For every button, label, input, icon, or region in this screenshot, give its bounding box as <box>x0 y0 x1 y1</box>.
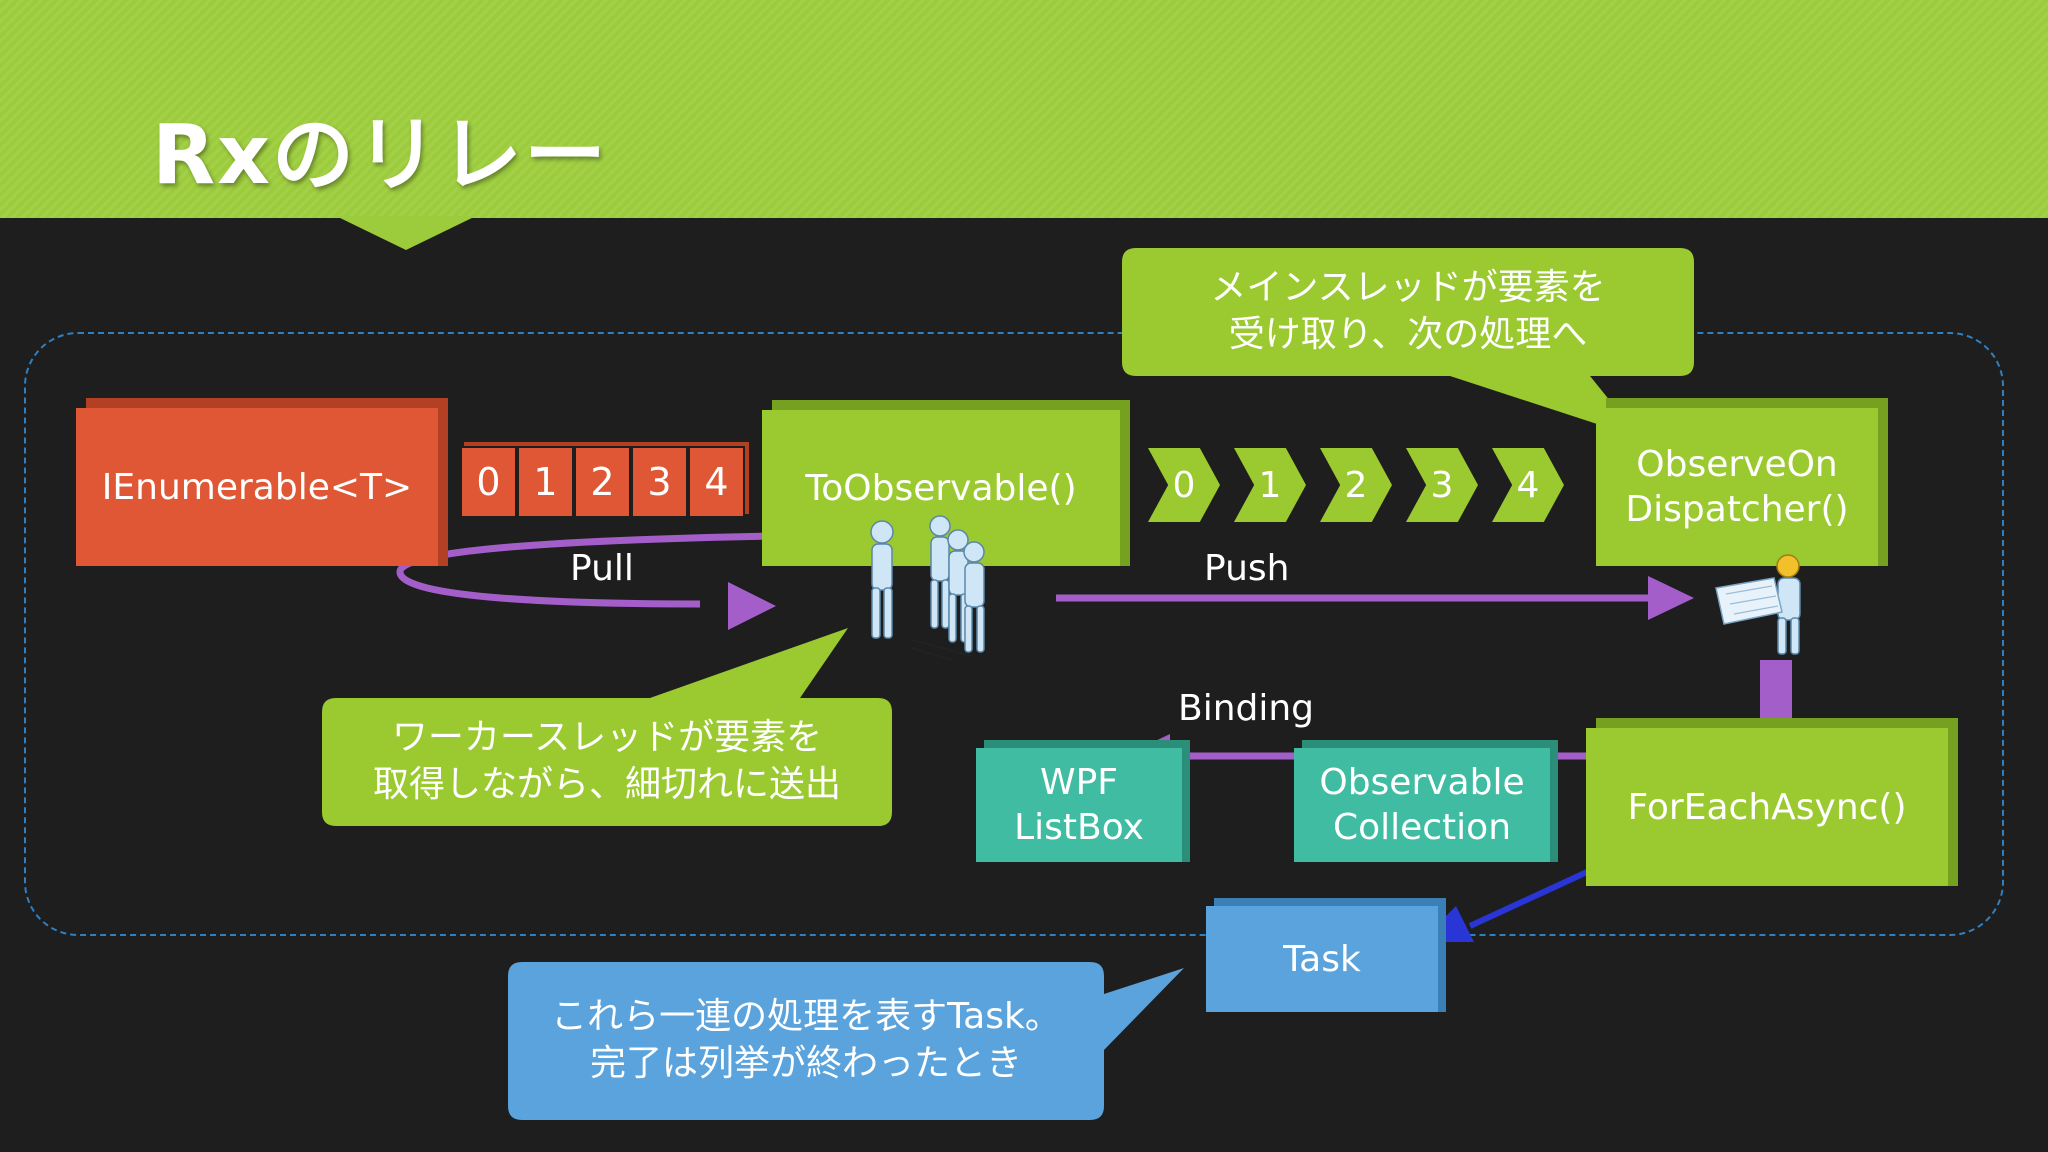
task-arrow <box>1468 863 1602 929</box>
worker-group-icon <box>870 515 985 660</box>
enumerable-box: IEnumerable<T> <box>76 408 438 566</box>
main-thread-callout-line2: 受け取り、次の処理へ <box>1228 314 1588 355</box>
task-callout-line1: これら一連の処理を表すTask。 <box>551 996 1061 1038</box>
main-thread-callout-line1: メインスレッドが要素を <box>1210 267 1606 309</box>
observable-collection-line1: Observable <box>1319 762 1525 803</box>
to-observable-label: ToObservable() <box>805 467 1077 509</box>
enumerable-label: IEnumerable<T> <box>101 466 413 508</box>
task-callout-shape <box>508 962 1184 1120</box>
worker-thread-callout-text: ワーカースレッドが要素を 取得しながら、細切れに送出 <box>322 706 892 818</box>
pull-arrowhead <box>728 582 776 630</box>
slide-title: Rxのリレー <box>152 108 609 203</box>
observe-on-dispatcher-box: ObserveOn Dispatcher() <box>1596 408 1878 566</box>
pulled-item: 1 <box>517 446 574 518</box>
task-callout-line2: 完了は列挙が終わったとき <box>589 1043 1022 1084</box>
main-thread-callout-shape <box>1122 248 1694 438</box>
wpf-listbox-line2: ListBox <box>1014 807 1144 848</box>
observe-on-label-line1: ObserveOn <box>1636 444 1838 485</box>
worker-thread-callout-shape <box>322 628 892 826</box>
foreach-async-box: ForEachAsync() <box>1586 728 1948 886</box>
task-callout-text: これら一連の処理を表すTask。 完了は列挙が終わったとき <box>508 970 1104 1112</box>
worker-thread-callout-line2: 取得しながら、細切れに送出 <box>372 764 841 805</box>
pulled-item: 3 <box>631 446 688 518</box>
observable-collection-line2: Collection <box>1332 807 1512 848</box>
engineer-blueprint-icon <box>1715 554 1801 655</box>
to-observable-box: ToObservable() <box>762 410 1120 566</box>
push-arrowhead <box>1648 576 1694 620</box>
pull-arrow <box>396 532 777 608</box>
foreach-async-label: ForEachAsync() <box>1627 786 1907 828</box>
worker-thread-callout-line1: ワーカースレッドが要素を <box>391 717 823 759</box>
wpf-listbox-line1: WPF <box>1039 762 1118 803</box>
header-notch <box>336 216 476 250</box>
header-band <box>0 0 2048 218</box>
task-box: Task <box>1206 906 1438 1012</box>
process-boundary-frame <box>24 332 2004 936</box>
wpf-listbox-box: WPF ListBox <box>976 748 1182 862</box>
binding-label: Binding <box>1178 688 1315 729</box>
down-arrow-shaft <box>1760 660 1792 740</box>
observe-on-label-line2: Dispatcher() <box>1625 489 1849 530</box>
pulled-item: 2 <box>574 446 631 518</box>
pull-label: Pull <box>570 548 634 589</box>
pulled-items-row: 0 1 2 3 4 <box>460 446 745 518</box>
pulled-item: 0 <box>460 446 517 518</box>
pulled-item: 4 <box>688 446 745 518</box>
task-label: Task <box>1283 938 1361 980</box>
main-thread-callout-text: メインスレッドが要素を 受け取り、次の処理へ <box>1122 256 1694 368</box>
observable-collection-box: Observable Collection <box>1294 748 1550 862</box>
push-label: Push <box>1204 548 1290 589</box>
